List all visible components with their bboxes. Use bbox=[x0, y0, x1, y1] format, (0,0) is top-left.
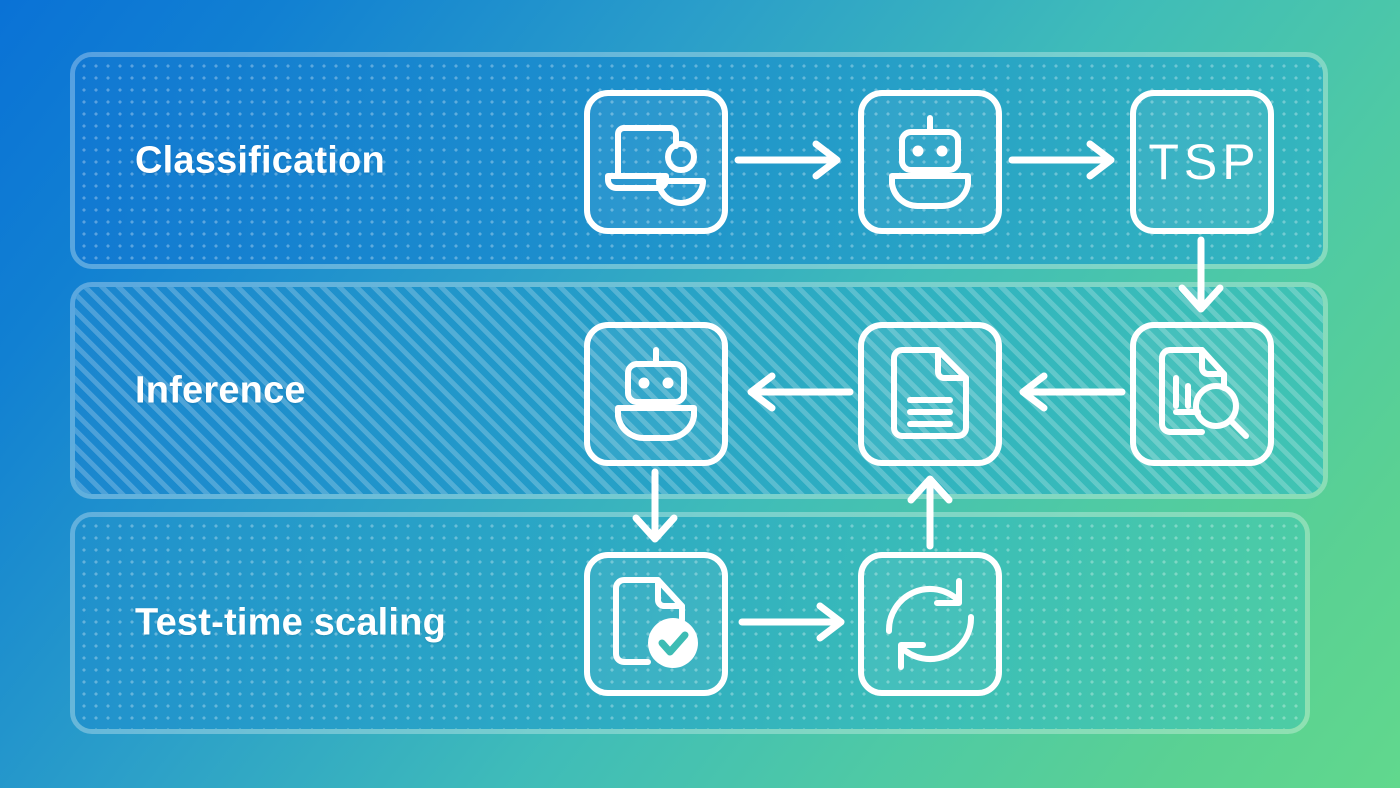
band-label-test-time-scaling: Test-time scaling bbox=[135, 601, 446, 644]
robot-icon bbox=[880, 114, 980, 210]
node-robot-inference[interactable] bbox=[584, 322, 728, 466]
document-icon bbox=[884, 344, 976, 444]
arrow-user-laptop-to-robot bbox=[734, 140, 848, 180]
arrow-document-to-robot-inference bbox=[740, 372, 854, 412]
node-tsp[interactable]: TSP bbox=[1130, 90, 1274, 234]
arrow-document-analysis-to-document bbox=[1012, 372, 1126, 412]
tsp-label: TSP bbox=[1148, 134, 1261, 190]
arrow-robot-to-tsp bbox=[1008, 140, 1122, 180]
band-label-inference: Inference bbox=[135, 369, 306, 411]
band-label-classification: Classification bbox=[135, 139, 385, 181]
laptop-user-icon bbox=[604, 118, 708, 206]
node-refresh-cycle[interactable] bbox=[858, 552, 1002, 696]
arrow-document-verified-to-refresh bbox=[738, 602, 852, 642]
node-document[interactable] bbox=[858, 322, 1002, 466]
refresh-cycle-icon bbox=[879, 573, 981, 675]
arrow-refresh-to-document bbox=[904, 470, 956, 550]
document-search-icon bbox=[1152, 344, 1252, 444]
document-check-icon bbox=[606, 574, 706, 674]
node-document-analysis[interactable] bbox=[1130, 322, 1274, 466]
arrow-robot-inference-to-document-verified bbox=[629, 468, 681, 548]
robot-icon bbox=[606, 346, 706, 442]
node-robot-classification[interactable] bbox=[858, 90, 1002, 234]
arrow-tsp-to-document-analysis bbox=[1175, 236, 1227, 318]
node-document-verified[interactable] bbox=[584, 552, 728, 696]
node-user-laptop[interactable] bbox=[584, 90, 728, 234]
band-inference: Inference bbox=[70, 282, 1328, 499]
